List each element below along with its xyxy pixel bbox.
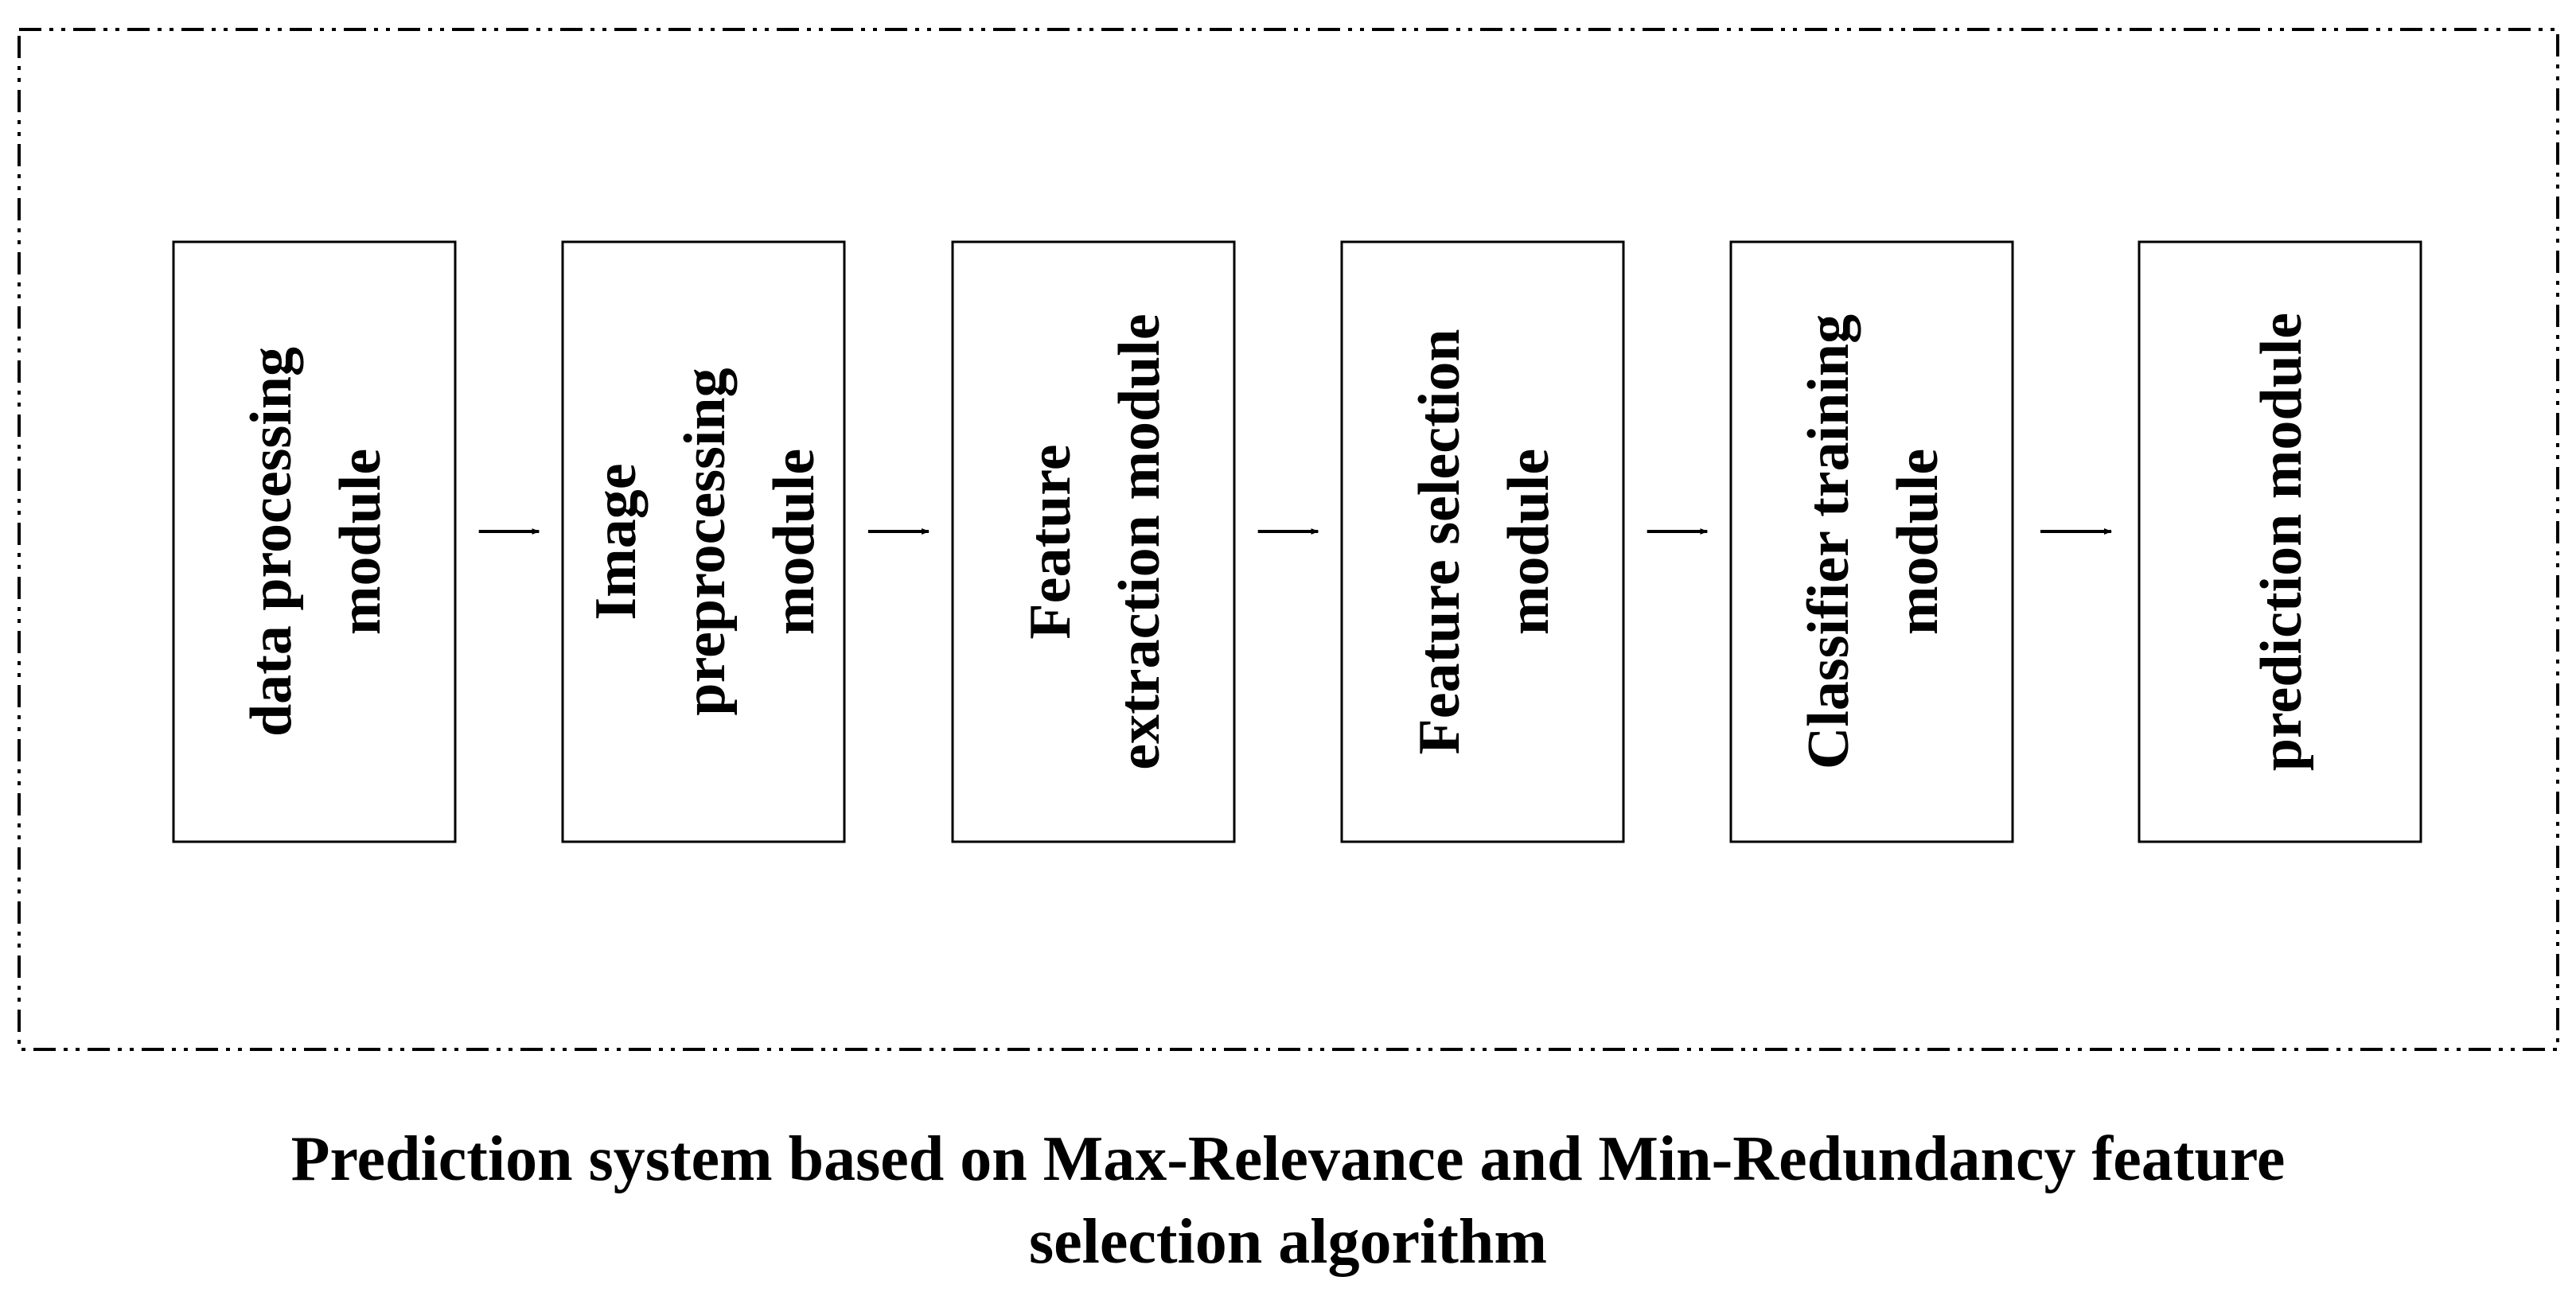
feature-extraction-module-label-line: extraction module: [1107, 313, 1172, 769]
image-preprocessing-module-label-line: module: [762, 449, 827, 635]
classifier-training-module-label-line: module: [1885, 449, 1951, 635]
prediction-module-label-line: prediction module: [2249, 313, 2314, 771]
image-preprocessing-module-box: [561, 240, 846, 843]
feature-selection-module: Feature selection module: [1340, 240, 1625, 843]
classifier-training-module-label-line: Classifier training: [1796, 314, 1861, 769]
classifier-training-module-box: [1729, 240, 2014, 843]
prediction-module: prediction module: [2138, 240, 2422, 843]
prediction-module-label: prediction module: [2249, 313, 2314, 771]
data-processing-module-label: data processing module: [239, 347, 393, 737]
classifier-training-module-label: Classifier training module: [1796, 314, 1951, 769]
image-preprocessing-module: Image preprocessing module: [561, 240, 846, 843]
feature-extraction-module-label: Feature extraction module: [1018, 313, 1172, 769]
data-processing-module-box: [172, 240, 457, 843]
figure-caption: Prediction system based on Max-Relevance…: [0, 1118, 2576, 1283]
data-processing-module-label-line: data processing: [239, 347, 304, 737]
image-preprocessing-module-label-line: preprocessing: [672, 368, 738, 715]
data-processing-module: data processing module: [172, 240, 457, 843]
system-boundary: [18, 28, 2559, 1051]
feature-selection-module-label-line: module: [1496, 449, 1561, 635]
feature-selection-module-box: [1340, 240, 1625, 843]
modules-layer: data processing module Image preprocessing m…: [172, 240, 2422, 843]
data-processing-module-label-line: module: [328, 449, 393, 635]
feature-selection-module-label: Feature selection module: [1407, 329, 1561, 755]
caption-line-2: selection algorithm: [1029, 1207, 1547, 1277]
feature-extraction-module-box: [951, 240, 1236, 843]
feature-extraction-module-label-line: Feature: [1018, 444, 1083, 639]
image-preprocessing-module-label-line: Image: [583, 463, 649, 620]
image-preprocessing-module-label: Image preprocessing module: [583, 368, 827, 715]
classifier-training-module: Classifier training module: [1729, 240, 2014, 843]
caption-line-1: Prediction system based on Max-Relevance…: [290, 1124, 2286, 1194]
feature-extraction-module: Feature extraction module: [951, 240, 1236, 843]
prediction-module-box: [2138, 240, 2422, 843]
feature-selection-module-label-line: Feature selection: [1407, 329, 1472, 755]
